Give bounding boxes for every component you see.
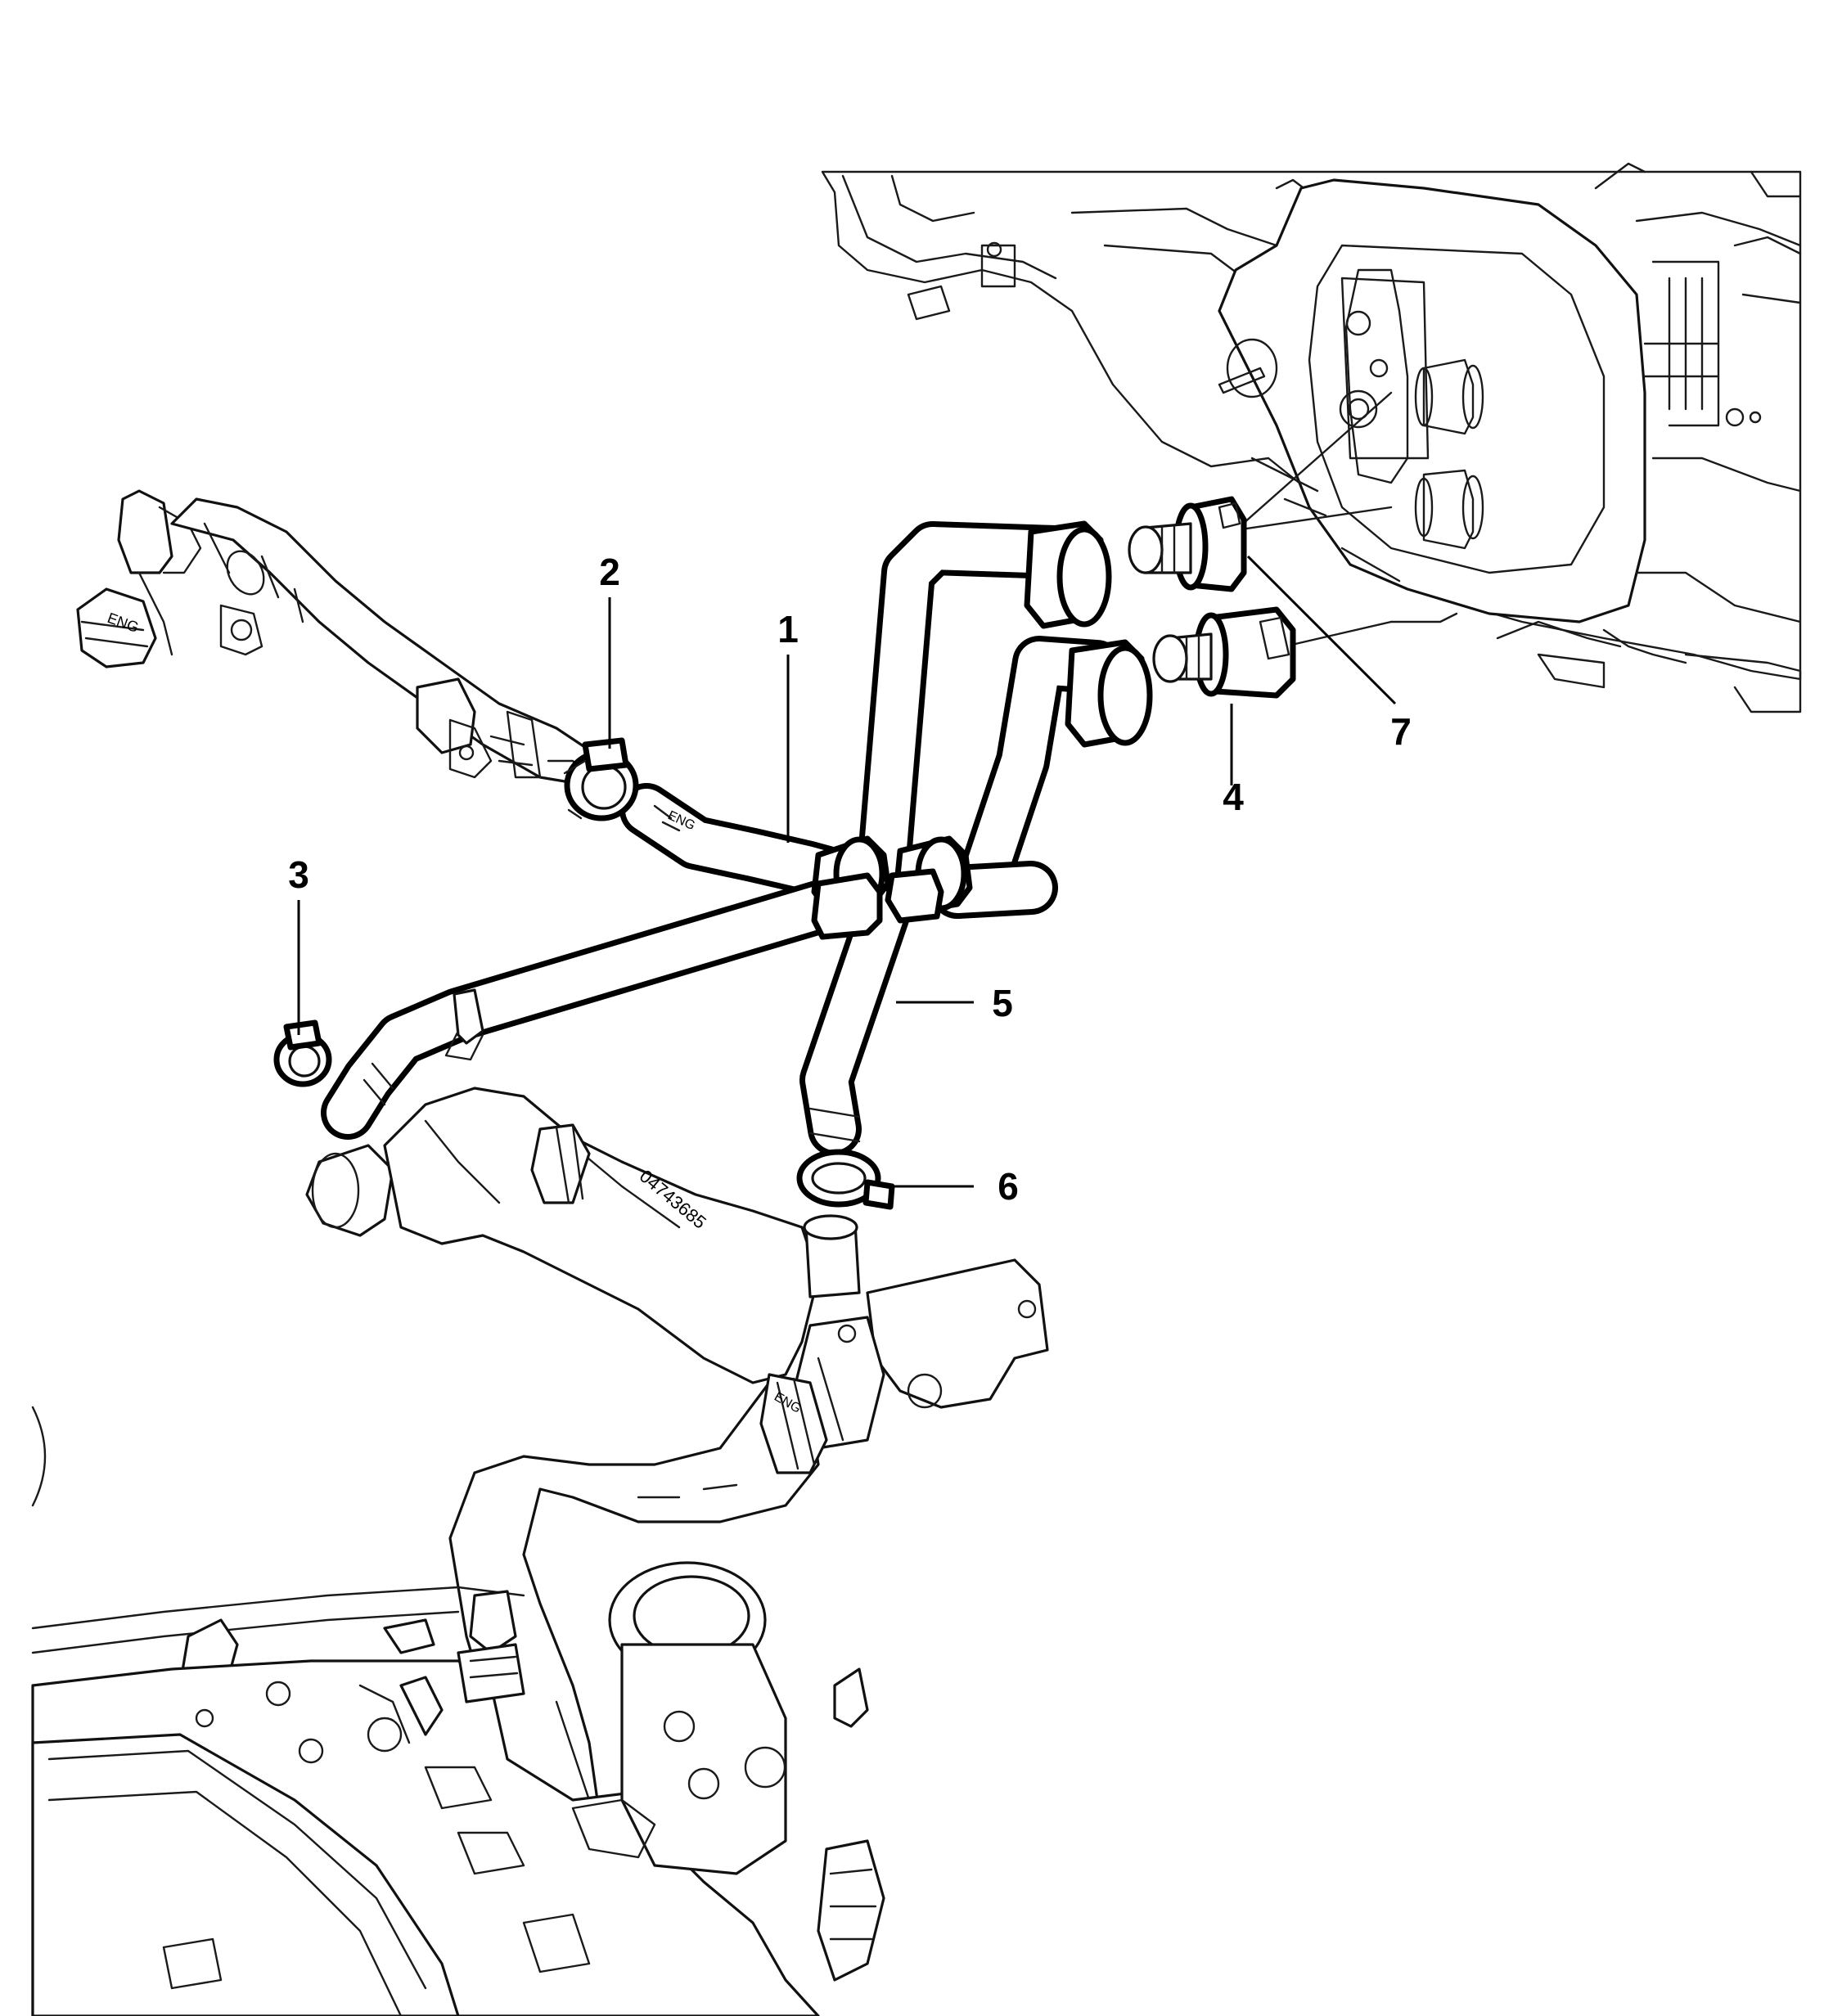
callout-4: 4 — [1223, 776, 1244, 818]
clamp-2 — [563, 737, 639, 821]
left-tube-assembly: ENG — [76, 489, 607, 787]
clamp-3 — [273, 1019, 332, 1087]
callout-3: 3 — [288, 853, 309, 896]
alignment-lines — [1234, 391, 1393, 648]
callout-7: 7 — [1390, 710, 1412, 753]
hvac-housing — [821, 162, 1802, 713]
hose-5 — [799, 885, 911, 1156]
hose-2-branch — [930, 636, 1153, 919]
callout-5: 5 — [992, 982, 1013, 1024]
clamp-6 — [796, 1149, 895, 1210]
hose-lower-long — [321, 873, 870, 1140]
hose-couplers — [811, 835, 973, 940]
callout-6: 6 — [998, 1165, 1019, 1208]
engine-block — [31, 1406, 885, 2016]
callout-leaders — [297, 555, 1397, 1188]
connector-4 — [1152, 606, 1296, 699]
callout-labels: 1 2 3 4 5 6 7 — [288, 551, 1412, 1208]
callout-1: 1 — [777, 608, 799, 650]
callout-2: 2 — [599, 551, 620, 593]
connector-7 — [1128, 496, 1247, 592]
